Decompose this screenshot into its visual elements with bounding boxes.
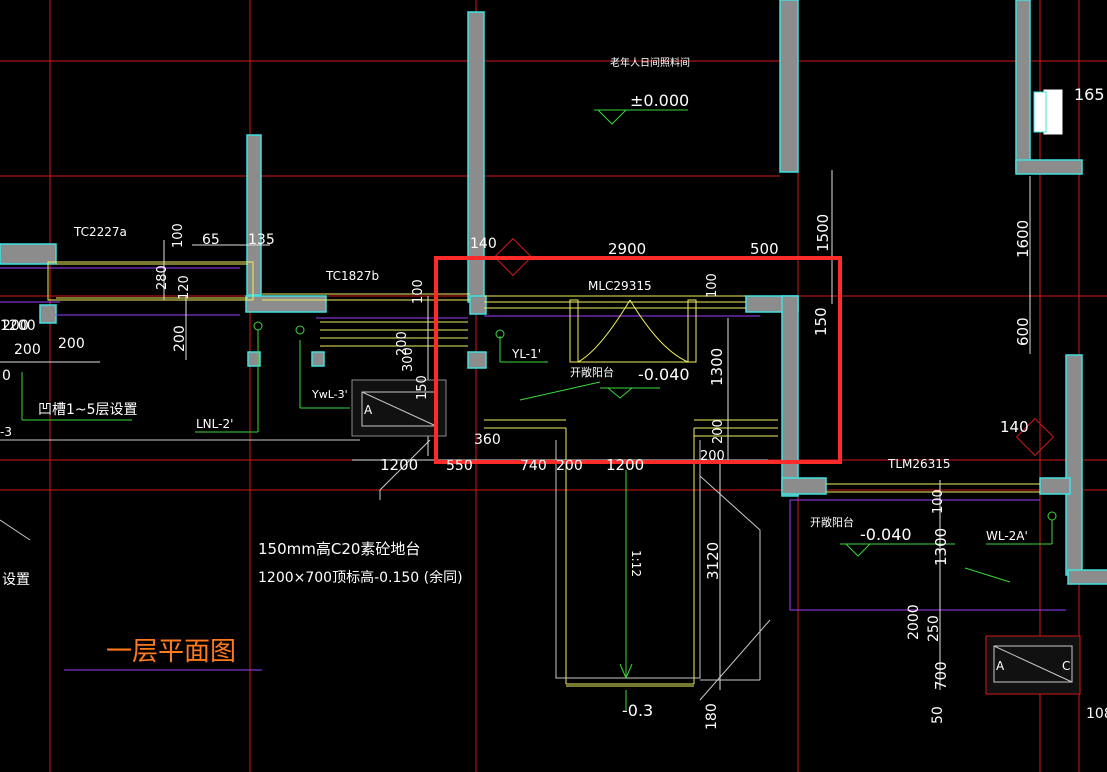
- ramp-outline: [0, 439, 771, 701]
- elevation-2: -0.040: [860, 525, 912, 544]
- elevation-1: -0.040: [638, 365, 690, 384]
- label-tlm26315: TLM26315: [887, 457, 951, 471]
- dim-700: 700: [932, 661, 950, 690]
- label-lnl2: LNL-2': [196, 417, 233, 431]
- label-wl2a: WL-2A': [986, 529, 1028, 543]
- dim-200f: 200: [711, 419, 726, 444]
- dim-100a: 100: [171, 223, 186, 248]
- dim-500: 500: [750, 240, 779, 258]
- ramp-slope: 1:12: [629, 550, 643, 577]
- dim-140b: 140: [1000, 418, 1029, 436]
- dimension-texts: 140 2900 500 1500 65 135 100 280 120 100…: [0, 214, 1032, 730]
- dim-2000: 2000: [906, 604, 922, 640]
- box-c2-label: C: [1062, 659, 1070, 673]
- dim-50: 50: [930, 706, 946, 724]
- dim-1300b: 1300: [932, 528, 950, 566]
- label-balcony1: 开敞阳台: [570, 365, 614, 379]
- dim-180: 180: [704, 703, 720, 730]
- dim-200g: 200: [700, 449, 725, 464]
- dim-100d: 100: [931, 489, 946, 514]
- label-groove: 凹槽1~5层设置: [38, 402, 138, 418]
- dim-3120: 3120: [704, 542, 722, 580]
- door-swing: [569, 299, 697, 363]
- dim-150b: 150: [415, 375, 430, 400]
- drawing-title: 一层平面图: [106, 637, 236, 667]
- purple-lines: [0, 267, 1066, 671]
- label-ywl3: YwL-3': [311, 388, 348, 401]
- dim-1300a: 1300: [708, 348, 726, 386]
- dim-140a: 140: [470, 236, 497, 252]
- label-mlc29315: MLC29315: [588, 279, 652, 293]
- dim-135: 135: [248, 232, 275, 248]
- green-leaders: [21, 109, 1057, 710]
- highlight-box: [434, 256, 842, 464]
- dim-120: 120: [177, 275, 192, 300]
- stub-165: 165: [1074, 85, 1105, 104]
- dim-200c: 200: [14, 342, 41, 358]
- label-yl1: YL-1': [511, 347, 541, 361]
- dim-1200b: 1200: [380, 456, 418, 474]
- elevation-3: -0.3: [622, 701, 653, 720]
- ramp-arrow: [619, 470, 633, 680]
- walls: [0, 0, 1107, 585]
- label-balcony2: 开敞阳台: [810, 515, 854, 529]
- dim-360: 360: [474, 432, 501, 448]
- dim-200a: 200: [172, 325, 188, 352]
- stub-108: 108: [1086, 706, 1107, 722]
- dim-600: 600: [1014, 317, 1032, 346]
- dim-1200a: 1200: [0, 318, 36, 334]
- dim-100b: 100: [411, 279, 426, 304]
- labels: 老年人日间照料间 ±0.000 TC2227a TC1827b MLC29315…: [0, 56, 1107, 722]
- markers: [493, 89, 1063, 457]
- dim-280: 280: [155, 265, 170, 290]
- label-cut-setting: 设置: [2, 572, 30, 588]
- dim-550: 550: [446, 458, 473, 474]
- dim-200b: 200: [2, 318, 29, 334]
- dim-100c: 100: [705, 273, 720, 298]
- label-tc2227a: TC2227a: [73, 225, 127, 239]
- note-1: 150mm高C20素砼地台: [258, 540, 420, 558]
- dim-250: 250: [926, 615, 942, 642]
- label-tc1827b: TC1827b: [325, 269, 379, 283]
- dim-200h: 200: [556, 458, 583, 474]
- box-a-label: A: [364, 403, 373, 417]
- dim-740: 740: [520, 458, 547, 474]
- equipment-boxes: [351, 379, 1081, 695]
- dim-1600: 1600: [1014, 220, 1032, 258]
- dim-150a: 150: [812, 307, 830, 336]
- stub-3: -3: [0, 425, 12, 439]
- room-label: 老年人日间照料间: [610, 56, 690, 69]
- elevation-0: ±0.000: [630, 91, 689, 110]
- dim-200d: 200: [58, 336, 85, 352]
- window-lines: [47, 261, 1040, 687]
- stub-0: 0: [2, 368, 11, 384]
- dim-1500: 1500: [814, 214, 832, 252]
- dim-1200c: 1200: [606, 456, 644, 474]
- dim-200e: 200: [395, 331, 410, 356]
- dim-300: 300: [401, 347, 416, 372]
- box-c-label: A: [996, 659, 1005, 673]
- note-2: 1200×700顶标高-0.150 (余同): [258, 569, 463, 586]
- dim-65: 65: [202, 232, 220, 248]
- dim-2900: 2900: [608, 240, 646, 258]
